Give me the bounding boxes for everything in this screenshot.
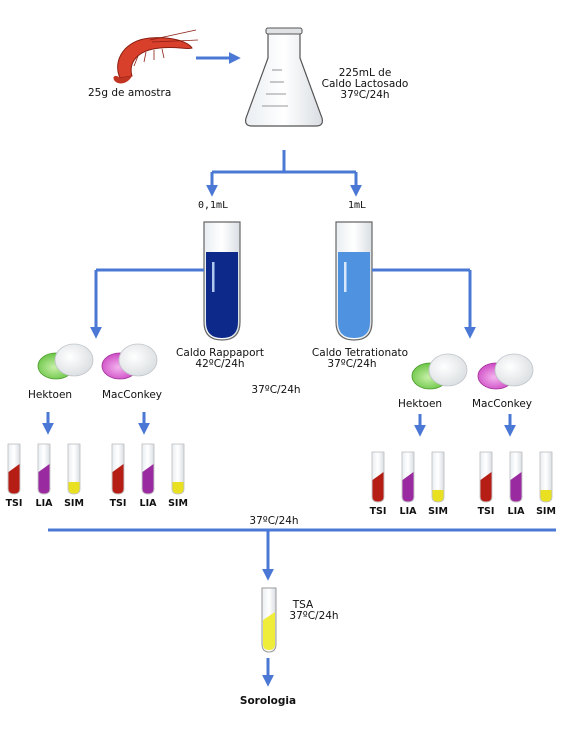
petri-dish-hektoen-left: [37, 343, 94, 380]
petri-dish-macconkey-right: [477, 353, 534, 390]
tube-label-tsi-left-hektoen: TSI: [5, 498, 23, 509]
tetrationato-incubation: 37ºC/24h: [327, 358, 377, 370]
tube-label-lia-left-macconkey: LIA: [139, 498, 157, 509]
tube-sim-right-hektoen: [431, 451, 445, 503]
sorologia-label: Sorologia: [239, 695, 297, 707]
petri-dish-macconkey-left: [101, 343, 158, 380]
arrow-rappaport-to-plates: [90, 268, 204, 339]
tube-sim-left-macconkey: [171, 443, 185, 495]
sample-label: 25g de amostra: [88, 87, 172, 99]
tube-label-tsi-right-macconkey: TSI: [477, 506, 495, 517]
tube-label-sim-right-hektoen: SIM: [428, 506, 448, 517]
bottom-incubation-label: 37ºC/24h: [249, 515, 299, 527]
tube-lia-right-hektoen: [401, 451, 415, 503]
tube-label-sim-left-hektoen: SIM: [64, 498, 84, 509]
tube-tsi-right-hektoen: [371, 451, 385, 503]
erlenmeyer-flask-icon: [245, 27, 323, 127]
tube-tsi-right-macconkey: [479, 451, 493, 503]
rappaport-incubation: 42ºC/24h: [195, 358, 245, 370]
volume-right-label: 1mL: [347, 200, 367, 211]
tube-tsi-left-hektoen: [7, 443, 21, 495]
mid-incubation-label: 37ºC/24h: [251, 384, 301, 396]
plate-label-hektoen-left: Hektoen: [28, 389, 73, 401]
tube-sim-right-macconkey: [539, 451, 553, 503]
volume-left-label: 0,1mL: [198, 200, 229, 211]
tube-label-tsi-right-hektoen: TSI: [369, 506, 387, 517]
arrow-plates-to-tubes: [42, 412, 516, 437]
tube-lia-right-macconkey: [509, 451, 523, 503]
tube-sim-left-hektoen: [67, 443, 81, 495]
shrimp-icon: [113, 29, 199, 84]
arrow-flask-split: [206, 150, 362, 197]
plate-label-hektoen-right: Hektoen: [398, 398, 443, 410]
flask-label-medium: Caldo Lactosado: [321, 78, 409, 90]
tsa-tube: [261, 587, 277, 653]
arrow-tetrationato-to-plates: [372, 268, 476, 339]
tube-lia-left-macconkey: [141, 443, 155, 495]
plate-label-macconkey-right: MacConkey: [471, 398, 533, 410]
flask-label-volume: 225mL de: [338, 67, 392, 79]
tube-label-lia-right-hektoen: LIA: [399, 506, 417, 517]
plate-label-macconkey-left: MacConkey: [101, 389, 163, 401]
tube-label-sim-right-macconkey: SIM: [536, 506, 556, 517]
tetrationato-tube: [335, 221, 373, 341]
tube-lia-left-hektoen: [37, 443, 51, 495]
tetrationato-label: Caldo Tetrationato: [311, 347, 409, 359]
tube-label-lia-right-macconkey: LIA: [507, 506, 525, 517]
arrow-collector: [48, 528, 556, 581]
tube-tsi-left-macconkey: [111, 443, 125, 495]
tube-label-tsi-left-macconkey: TSI: [109, 498, 127, 509]
rappaport-tube: [203, 221, 241, 341]
flask-label-incubation: 37ºC/24h: [340, 89, 390, 101]
petri-dish-hektoen-right: [411, 353, 468, 390]
rappaport-label: Caldo Rappaport: [176, 347, 264, 359]
tube-label-lia-left-hektoen: LIA: [35, 498, 53, 509]
tube-label-sim-left-macconkey: SIM: [168, 498, 188, 509]
tsa-incubation: 37ºC/24h: [289, 610, 339, 622]
tsa-label: TSA: [292, 599, 314, 611]
